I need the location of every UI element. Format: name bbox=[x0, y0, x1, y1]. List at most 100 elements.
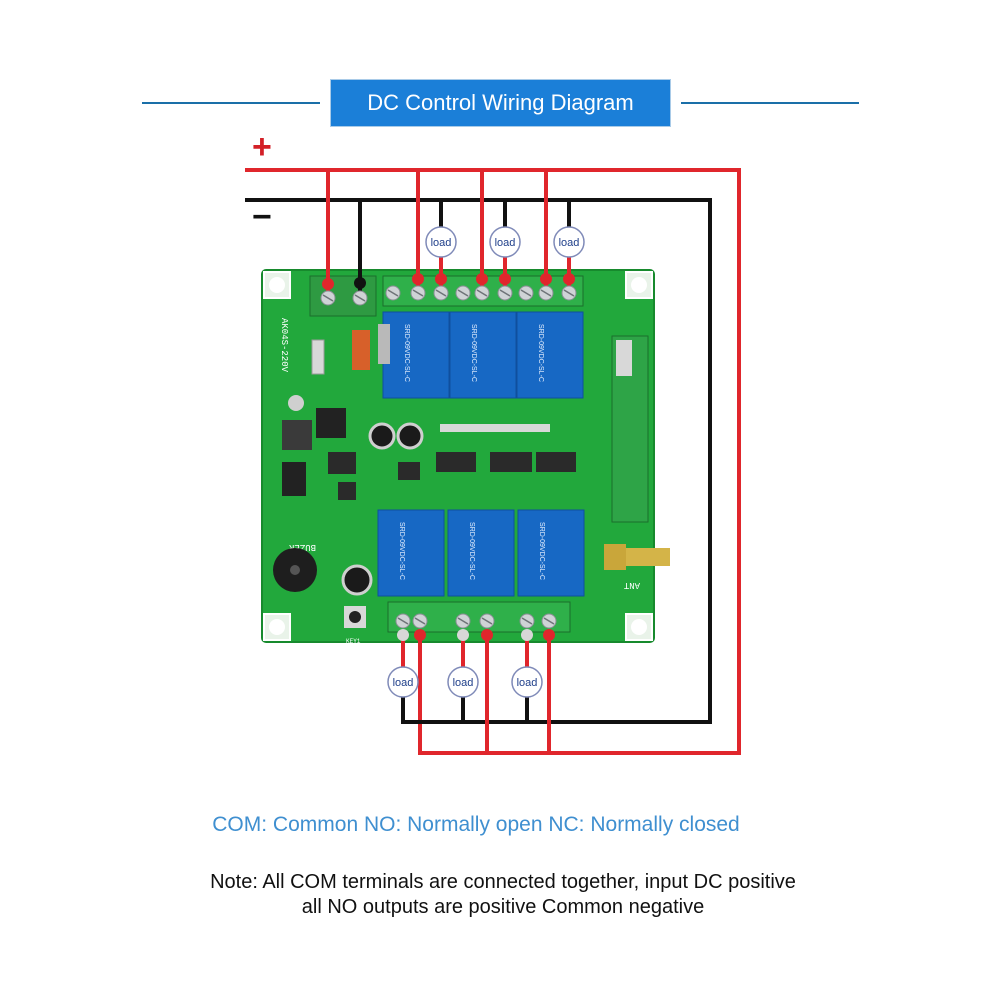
wiring-note-line-1: Note: All COM terminals are connected to… bbox=[210, 871, 796, 893]
screw-slot bbox=[481, 617, 493, 625]
relay-5: SRD-09VDC-SL-C bbox=[447, 509, 515, 597]
screw-slot bbox=[414, 617, 426, 625]
relay-model-label: SRD-09VDC-SL-C bbox=[470, 324, 477, 382]
load-circle bbox=[425, 226, 457, 258]
screw-slot bbox=[397, 617, 409, 625]
relay-model-label: SRD-09VDC-SL-C bbox=[537, 324, 544, 382]
relay-body bbox=[447, 509, 515, 597]
wiring-note: Note: All COM terminals are connected to… bbox=[0, 870, 1000, 920]
wire-end bbox=[563, 273, 575, 285]
relay-body bbox=[382, 311, 450, 399]
load-circle bbox=[511, 666, 543, 698]
screw-slot bbox=[435, 289, 447, 297]
screw-slot bbox=[457, 617, 469, 625]
model-silkscreen: AK04S-220V bbox=[279, 318, 289, 373]
load-5: load bbox=[447, 666, 479, 698]
screw-slot bbox=[354, 294, 366, 302]
bottom-wire-end-2 bbox=[414, 629, 426, 641]
bottom-terminal-6 bbox=[541, 613, 557, 629]
terminal-screws bbox=[320, 273, 577, 641]
relay-6: SRD-09VDC-SL-C bbox=[517, 509, 585, 597]
power-terminal-negative bbox=[352, 290, 368, 306]
relay-model-label: SRD-09VDC-SL-C bbox=[403, 324, 410, 382]
load-circle bbox=[387, 666, 419, 698]
screw-slot bbox=[540, 289, 552, 297]
relay-1: SRD-09VDC-SL-C bbox=[382, 311, 450, 399]
negative-sign: − bbox=[252, 198, 272, 236]
loads: load load load load load load bbox=[387, 226, 585, 698]
power-negative-wire-end bbox=[354, 277, 366, 289]
wire-end bbox=[322, 278, 334, 290]
power-terminal-positive bbox=[320, 278, 336, 306]
wire-end bbox=[412, 273, 424, 285]
positive-rail bbox=[245, 168, 741, 755]
relay-3: SRD-09VDC-SL-C bbox=[516, 311, 584, 399]
top-terminal-9 bbox=[561, 273, 577, 301]
top-terminal-3 bbox=[433, 273, 449, 301]
bottom-terminal-3 bbox=[455, 613, 471, 629]
buzzer-silkscreen: BUZER bbox=[288, 542, 316, 552]
top-terminal-1 bbox=[385, 285, 401, 301]
relay-4: SRD-09VDC-SL-C bbox=[377, 509, 445, 597]
bottom-terminal-1 bbox=[395, 613, 411, 629]
key-silkscreen: KEY1 bbox=[346, 638, 361, 645]
relay-body bbox=[449, 311, 517, 399]
screw-slot bbox=[457, 289, 469, 297]
load-1: load bbox=[425, 226, 457, 258]
load-label: load bbox=[431, 237, 452, 249]
top-terminal-2 bbox=[410, 273, 426, 301]
load-label: load bbox=[393, 677, 414, 689]
screw-slot bbox=[322, 294, 334, 302]
positive-sign: + bbox=[252, 128, 272, 166]
relays: SRD-09VDC-SL-C SRD-09VDC-SL-C SRD-09VDC-SL… bbox=[377, 311, 585, 597]
wire-end bbox=[476, 273, 488, 285]
top-terminal-6 bbox=[497, 273, 513, 301]
relay-2: SRD-09VDC-SL-C bbox=[449, 311, 517, 399]
bottom-terminal-5 bbox=[519, 613, 535, 629]
screw-slot bbox=[412, 289, 424, 297]
load-4: load bbox=[387, 666, 419, 698]
antenna-silkscreen: ANT bbox=[623, 580, 640, 590]
screw-slot bbox=[499, 289, 511, 297]
top-terminal-8 bbox=[538, 273, 554, 301]
load-label: load bbox=[453, 677, 474, 689]
board-components bbox=[273, 324, 670, 628]
top-terminal-7 bbox=[518, 285, 534, 301]
load-2: load bbox=[489, 226, 521, 258]
terminal-legend: COM: Common NO: Normally open NC: Normal… bbox=[212, 813, 740, 836]
load-6: load bbox=[511, 666, 543, 698]
title-rule-right bbox=[681, 102, 859, 104]
bottom-wire-end-3 bbox=[457, 629, 469, 641]
wiring-note-line-2: all NO outputs are positive Common negat… bbox=[301, 896, 705, 918]
bottom-wire-end-6 bbox=[543, 629, 555, 641]
relay-body bbox=[377, 509, 445, 597]
mounting-holes bbox=[263, 271, 653, 641]
load-circle bbox=[489, 226, 521, 258]
load-label: load bbox=[517, 677, 538, 689]
screw-slot bbox=[476, 289, 488, 297]
wire-end bbox=[435, 273, 447, 285]
wire-end bbox=[540, 273, 552, 285]
relay-board: SRD-09VDC-SL-C SRD-09VDC-SL-C SRD-09VDC-SL… bbox=[261, 269, 670, 645]
relay-model-label: SRD-09VDC-SL-C bbox=[398, 522, 405, 580]
relay-model-label: SRD-09VDC-SL-C bbox=[538, 522, 545, 580]
bottom-wire-end-5 bbox=[521, 629, 533, 641]
load-circle bbox=[553, 226, 585, 258]
screw-slot bbox=[520, 289, 532, 297]
top-terminal-5 bbox=[474, 273, 490, 301]
load-circle bbox=[447, 666, 479, 698]
load-3: load bbox=[553, 226, 585, 258]
top-terminal-4 bbox=[455, 285, 471, 301]
title-rule-left bbox=[142, 102, 320, 104]
screw-slot bbox=[521, 617, 533, 625]
diagram-title: DC Control Wiring Diagram bbox=[331, 80, 670, 126]
load-label: load bbox=[559, 237, 580, 249]
screw-slot bbox=[543, 617, 555, 625]
bottom-wire-end-1 bbox=[397, 629, 409, 641]
bottom-terminal-2 bbox=[412, 613, 428, 629]
screw-slot bbox=[563, 289, 575, 297]
wire-end bbox=[499, 273, 511, 285]
bottom-wire-end-4 bbox=[481, 629, 493, 641]
load-label: load bbox=[495, 237, 516, 249]
